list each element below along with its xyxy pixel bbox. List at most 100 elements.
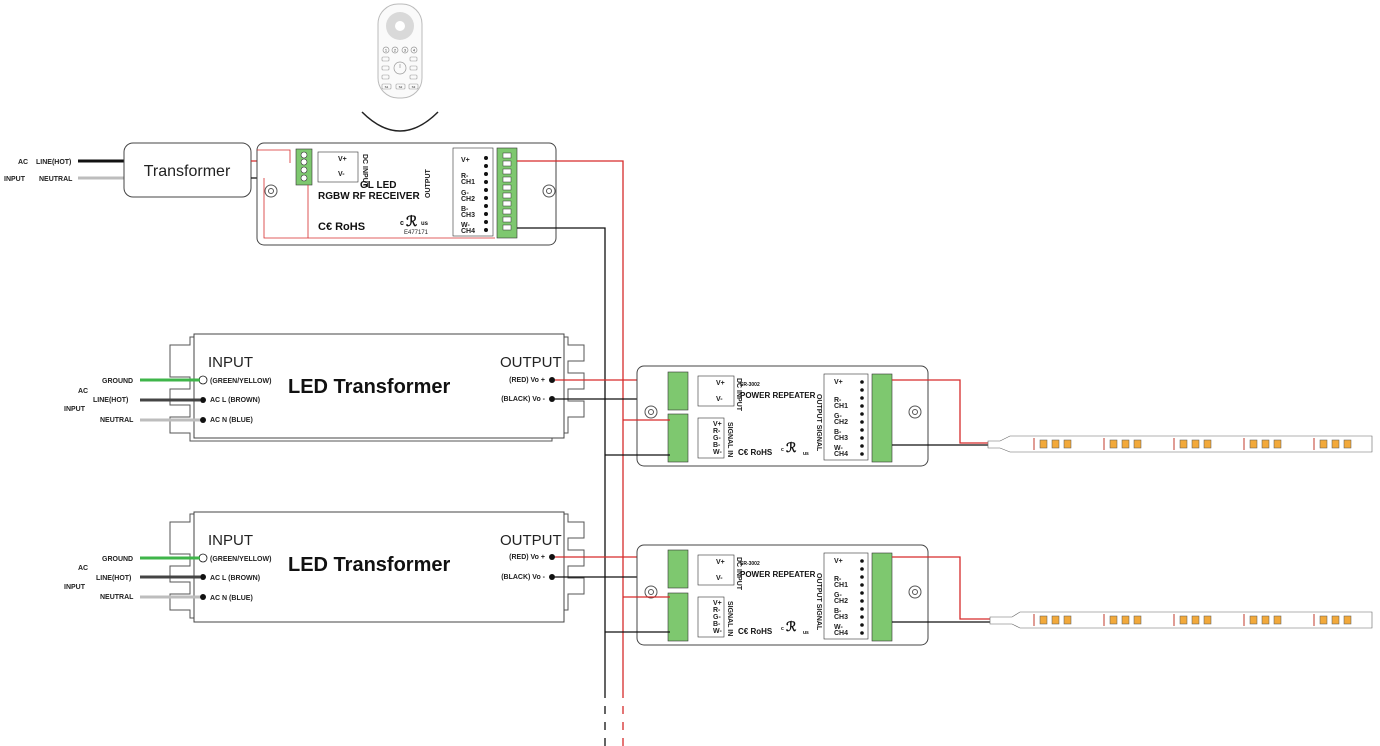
rep1-sig-r: R- bbox=[713, 428, 721, 435]
remote-btn-1: 1 bbox=[385, 49, 387, 53]
rep2-ch-b: B- bbox=[834, 608, 842, 615]
rep2-dc-input: DC INPUT bbox=[735, 557, 742, 591]
rep1-out-vplus: V+ bbox=[834, 379, 843, 386]
led-chip bbox=[1121, 439, 1130, 449]
rep1-sig-b: B- bbox=[713, 442, 721, 449]
led-chip bbox=[1249, 615, 1258, 625]
rx-out-vplus: V+ bbox=[461, 157, 470, 164]
psu2-name: LED Transformer bbox=[288, 554, 450, 576]
rep1-ch3: CH3 bbox=[834, 435, 848, 442]
rep1-dc-input: DC INPUT bbox=[735, 378, 742, 412]
top-ac-label: AC bbox=[18, 159, 28, 166]
psu1-name: LED Transformer bbox=[288, 376, 450, 398]
rep2-sig-w: W- bbox=[713, 628, 722, 635]
psu2-input-side: INPUT bbox=[64, 584, 86, 591]
rep1-ce: C€ RoHS bbox=[738, 448, 773, 457]
led-chip bbox=[1273, 615, 1282, 625]
rx-ch-r: R- bbox=[461, 173, 469, 180]
rep2-vminus: V- bbox=[716, 575, 723, 582]
ul-icon: ℛ bbox=[786, 440, 797, 455]
rep2-sig-g: G- bbox=[713, 614, 721, 621]
led-chip bbox=[1191, 439, 1200, 449]
rx-title-1: GL LED bbox=[360, 180, 396, 191]
rep2-ch3: CH3 bbox=[834, 614, 848, 621]
ul-icon: ℛ bbox=[786, 619, 797, 634]
rx-ch4: CH4 bbox=[461, 228, 475, 235]
led-chip bbox=[1343, 615, 1352, 625]
top-line-label: LINE(HOT) bbox=[36, 159, 71, 166]
led-chip bbox=[1273, 439, 1282, 449]
top-neutral-label: NEUTRAL bbox=[39, 176, 73, 183]
rep2-out-vplus: V+ bbox=[834, 558, 843, 565]
psu1-input-title: INPUT bbox=[208, 354, 253, 371]
rx-ch-b: B- bbox=[461, 206, 469, 213]
led-chip bbox=[1039, 439, 1048, 449]
led-chip bbox=[1109, 615, 1118, 625]
remote-btn-s3: S3 bbox=[412, 85, 416, 89]
rep1-vplus: V+ bbox=[716, 380, 725, 387]
rep2-name: POWER REPEATER bbox=[740, 570, 816, 579]
led-chip bbox=[1203, 439, 1212, 449]
rep2-ul-c: c bbox=[781, 626, 784, 632]
rep1-sig-v: V+ bbox=[713, 421, 722, 428]
rx-ce-rohs: C€ RoHS bbox=[318, 221, 365, 233]
rep2-sig-b: B- bbox=[713, 621, 721, 628]
led-transformer-1: INPUT OUTPUT LED Transformer (GREEN/YELL… bbox=[64, 333, 585, 442]
rep2-ch-g: G- bbox=[834, 592, 842, 599]
ul-icon: ℛ bbox=[406, 213, 418, 229]
rep1-ch-r: R- bbox=[834, 397, 842, 404]
rep2-ch4: CH4 bbox=[834, 630, 848, 637]
led-chip bbox=[1133, 615, 1142, 625]
led-chip bbox=[1343, 439, 1352, 449]
rx-ul-c: c bbox=[400, 220, 404, 227]
led-strip-2 bbox=[989, 611, 1373, 629]
remote-btn-2: 2 bbox=[394, 49, 396, 53]
psu2-input-title: INPUT bbox=[208, 532, 253, 549]
led-strip-1 bbox=[987, 435, 1373, 453]
rx-output-label: OUTPUT bbox=[425, 169, 432, 199]
rx-ch-g: G- bbox=[461, 190, 469, 197]
psu1-acn-term: AC N (BLUE) bbox=[210, 417, 253, 424]
rx-vplus: V+ bbox=[338, 156, 347, 163]
remote-btn-s2: S2 bbox=[399, 85, 403, 89]
rep1-ch2: CH2 bbox=[834, 419, 848, 426]
rep2-ch-w: W- bbox=[834, 624, 843, 631]
rep2-model: SR-3002 bbox=[740, 561, 760, 567]
rep1-ch-w: W- bbox=[834, 445, 843, 452]
rep1-ch1: CH1 bbox=[834, 403, 848, 410]
psu2-vo-minus: (BLACK) Vo - bbox=[501, 574, 545, 581]
rx-ul-us: us bbox=[421, 221, 429, 227]
rep1-ul-us: us bbox=[803, 451, 809, 457]
led-chip bbox=[1331, 439, 1340, 449]
led-chip bbox=[1261, 439, 1270, 449]
psu1-ground: GROUND bbox=[102, 378, 133, 385]
psu2-acn-term: AC N (BLUE) bbox=[210, 595, 253, 602]
psu2-neutral: NEUTRAL bbox=[100, 594, 134, 601]
psu1-output-title: OUTPUT bbox=[500, 354, 562, 371]
psu2-acl-term: AC L (BROWN) bbox=[210, 575, 260, 582]
psu1-vo-plus: (RED) Vo + bbox=[509, 377, 545, 384]
rx-ch-w: W- bbox=[461, 222, 470, 229]
rep1-model: SR-3002 bbox=[740, 382, 760, 388]
rep1-vminus: V- bbox=[716, 396, 723, 403]
power-icon bbox=[393, 61, 407, 75]
remote-btn-3: 3 bbox=[404, 49, 406, 53]
led-chip bbox=[1063, 615, 1072, 625]
rx-dc-input: DC INPUT bbox=[361, 154, 368, 188]
rep1-ch-b: B- bbox=[834, 429, 842, 436]
psu1-neutral: NEUTRAL bbox=[100, 417, 134, 424]
rep1-ch4: CH4 bbox=[834, 451, 848, 458]
rep1-name: POWER REPEATER bbox=[740, 391, 816, 400]
led-chip bbox=[1319, 615, 1328, 625]
rf-remote: 1 2 3 4 S1 S2 S3 bbox=[361, 3, 439, 132]
rep1-signal-in: SIGNAL IN bbox=[726, 422, 733, 457]
top-transformer-label: Transformer bbox=[144, 163, 231, 180]
remote-number-buttons: 1 2 3 4 bbox=[382, 46, 418, 54]
power-repeater-1: V+ V- DC INPUT V+ R- G- B- W- SIGNAL IN … bbox=[636, 365, 929, 467]
rx-vminus: V- bbox=[338, 171, 345, 178]
led-chip bbox=[1063, 439, 1072, 449]
psu1-ground-term: (GREEN/YELLOW) bbox=[210, 378, 271, 385]
psu2-ac: AC bbox=[78, 565, 88, 572]
led-chip bbox=[1203, 615, 1212, 625]
rx-ch1: CH1 bbox=[461, 179, 475, 186]
